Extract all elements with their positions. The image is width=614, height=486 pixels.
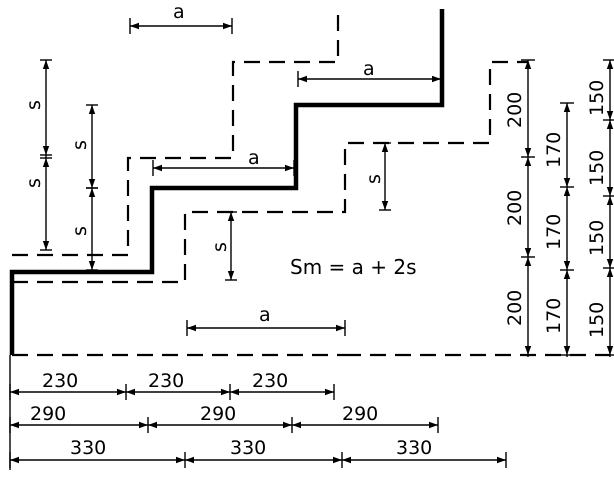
dimension-arrowhead-97	[185, 456, 194, 464]
dimension-arrowhead-46	[524, 248, 532, 257]
label-330-2: 330	[230, 437, 266, 459]
dimension-arrowhead-25	[88, 179, 96, 188]
dimension-arrowhead-32	[381, 143, 389, 152]
dimension-arrowhead-33	[381, 201, 389, 210]
label-230-2: 230	[148, 370, 184, 392]
stair-profile-mid-dashed	[12, 60, 528, 284]
dimension-arrowhead-82	[325, 388, 334, 396]
label-s-right-upper: s	[69, 140, 91, 150]
label-230-3: 230	[252, 370, 288, 392]
dimension-arrowhead-102	[497, 456, 506, 464]
stair-profile-upper-dashed	[12, 14, 340, 257]
label-150-4: 150	[586, 302, 608, 338]
dimension-arrowhead-90	[292, 421, 301, 429]
label-a-upper: a	[363, 58, 375, 80]
dimension-arrowhead-64	[606, 120, 614, 129]
dimension-arrowhead-74	[10, 388, 19, 396]
dimension-arrowhead-51	[563, 103, 571, 112]
label-s-mid: s	[363, 174, 385, 184]
label-330-3: 330	[396, 437, 432, 459]
label-170-middle: 170	[543, 214, 565, 250]
label-330-1: 330	[70, 437, 106, 459]
dimension-arrowhead-0	[130, 22, 139, 30]
dimension-arrowhead-61	[606, 60, 614, 69]
dimension-arrowhead-94	[10, 456, 19, 464]
dimension-arrowheads	[9, 18, 614, 468]
label-s-left-lower: s	[23, 178, 45, 188]
label-290-1: 290	[30, 403, 66, 425]
label-s-low: s	[209, 242, 231, 252]
dimension-arrowhead-69	[606, 259, 614, 268]
dimension-arrowhead-63	[606, 111, 614, 120]
label-290-2: 290	[200, 403, 236, 425]
dimension-arrowhead-70	[606, 268, 614, 277]
label-230-1: 230	[42, 370, 78, 392]
dimension-arrowhead-43	[524, 148, 532, 157]
dimension-arrowhead-12	[187, 324, 196, 332]
dimension-arrowhead-20	[42, 158, 50, 167]
dimension-arrowhead-79	[221, 388, 230, 396]
label-200-middle: 200	[504, 190, 526, 226]
dimension-arrowhead-8	[153, 164, 162, 172]
dimension-arrowhead-80	[230, 388, 239, 396]
dimension-arrowhead-41	[524, 60, 532, 69]
label-200-upper: 200	[504, 92, 526, 128]
dimension-arrowhead-9	[285, 164, 294, 172]
dimension-arrowhead-67	[606, 196, 614, 205]
dimension-arrowhead-86	[139, 421, 148, 429]
dimension-arrowhead-72	[606, 346, 614, 355]
label-150-3: 150	[586, 220, 608, 256]
dimension-arrowhead-4	[298, 75, 307, 83]
dimension-arrowhead-66	[606, 187, 614, 196]
label-200-lower: 200	[504, 290, 526, 326]
label-a-lower: a	[259, 304, 271, 326]
dimension-arrowhead-44	[524, 157, 532, 166]
label-170-lower: 170	[543, 298, 565, 334]
label-s-left-upper: s	[23, 100, 45, 110]
label-a-middle: a	[248, 147, 260, 169]
dimension-arrowhead-100	[342, 456, 351, 464]
dimension-arrowhead-76	[117, 388, 126, 396]
dimension-arrowhead-29	[88, 261, 96, 270]
label-s-right-lower: s	[69, 226, 91, 236]
label-290-3: 290	[342, 403, 378, 425]
dimension-arrowhead-56	[563, 261, 571, 270]
dimension-arrowhead-87	[148, 421, 157, 429]
dimension-arrowhead-13	[336, 324, 345, 332]
dimension-arrowhead-99	[333, 456, 342, 464]
dimension-arrowhead-54	[563, 187, 571, 196]
dimension-arrowhead-37	[227, 271, 235, 280]
label-150-2: 150	[586, 150, 608, 186]
label-170-upper: 170	[543, 132, 565, 168]
dimension-arrowhead-21	[42, 241, 50, 250]
dimension-arrowhead-49	[524, 346, 532, 355]
label-a-top: a	[173, 1, 185, 23]
dimension-arrowhead-57	[563, 270, 571, 279]
dimension-arrowhead-28	[88, 188, 96, 197]
label-150-1: 150	[586, 80, 608, 116]
dimension-arrowhead-59	[563, 346, 571, 355]
formula-label: Sm = a + 2s	[290, 255, 417, 279]
dimension-arrowhead-77	[126, 388, 135, 396]
dimension-arrowhead-53	[563, 178, 571, 187]
dimension-arrowhead-96	[176, 456, 185, 464]
dimension-arrowhead-5	[432, 75, 441, 83]
dimension-arrowhead-1	[223, 22, 232, 30]
dimension-arrowhead-36	[227, 212, 235, 221]
dimension-arrowhead-17	[42, 146, 50, 155]
dimension-arrowhead-24	[88, 105, 96, 114]
dimension-arrowhead-92	[429, 421, 438, 429]
dimension-arrowhead-47	[524, 257, 532, 266]
dimension-arrowhead-89	[283, 421, 292, 429]
dimension-arrowhead-84	[10, 421, 19, 429]
dimension-arrowhead-16	[42, 60, 50, 69]
stair-profile-solid	[9, 9, 445, 355]
